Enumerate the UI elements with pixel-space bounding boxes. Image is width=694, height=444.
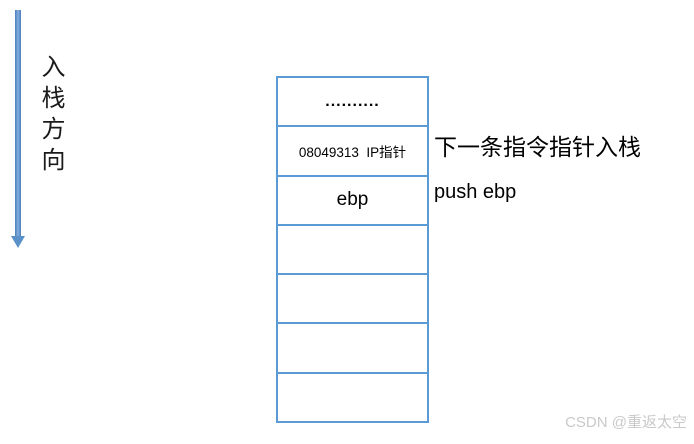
push-direction-arrow-shaft xyxy=(15,10,21,237)
stack-row-ellipsis: .......... xyxy=(278,78,427,128)
watermark: CSDN @重返太空 xyxy=(565,414,687,431)
stack-row-ebp: ebp xyxy=(278,177,427,226)
stack-row-empty-2 xyxy=(278,275,427,325)
stack-row-empty-1 xyxy=(278,226,427,276)
stack-row-ip-pointer: 08049313 IP指针 xyxy=(278,127,427,177)
push-direction-label: 入栈方向 xyxy=(37,54,64,178)
arrow-down-icon xyxy=(11,236,25,248)
stack-row-empty-3 xyxy=(278,324,427,374)
annotation-push-ebp: push ebp xyxy=(434,181,517,203)
stack-table: .......... 08049313 IP指针 ebp xyxy=(276,76,429,423)
annotation-next-instruction-pointer: 下一条指令指针入栈 xyxy=(434,134,641,160)
stack-row-empty-4 xyxy=(278,374,427,421)
